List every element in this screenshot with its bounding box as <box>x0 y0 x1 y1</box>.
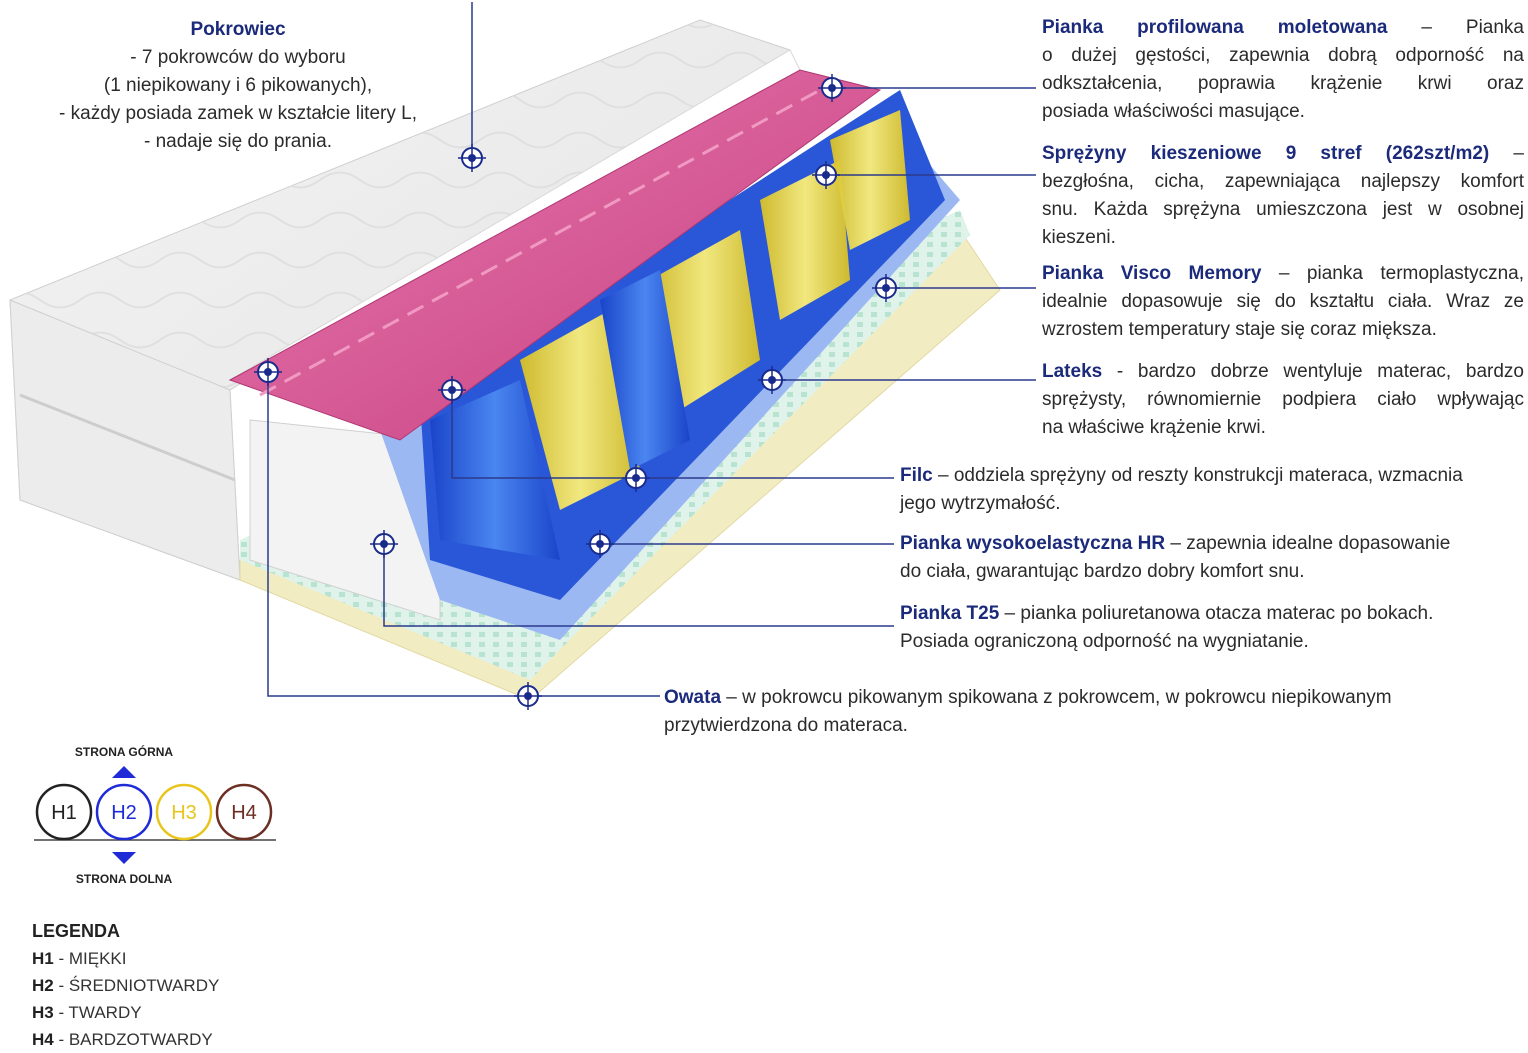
marker-filc-b-icon <box>622 464 650 492</box>
legend-code: H4 <box>32 1030 54 1049</box>
label-text: wzrostem temperatury staje się coraz mię… <box>1042 319 1437 340</box>
marker-visco-icon <box>872 274 900 302</box>
label-pokrowiec-title: Pokrowiec <box>190 19 286 40</box>
markers <box>254 74 900 710</box>
label-visco-title: Pianka Visco Memory <box>1042 263 1262 284</box>
hardness-circle-h2 <box>95 783 153 841</box>
label-hr-title: Pianka wysokoelastyczna HR <box>900 533 1166 554</box>
label-text: – Pianka <box>1387 17 1524 38</box>
marker-owata-icon <box>514 682 542 710</box>
marker-lateks-icon <box>758 366 786 394</box>
label-pianka-profilowana: Pianka profilowana moletowana – Pianka o… <box>1042 14 1524 126</box>
label-filc-title: Filc <box>900 465 933 486</box>
label-text: odkształcenia, poprawia krążenie krwi or… <box>1042 73 1524 94</box>
legend-desc: ŚREDNIOTWARDY <box>68 976 220 995</box>
label-sprezyny: Sprężyny kieszeniowe 9 stref (262szt/m2)… <box>1042 140 1524 252</box>
label-visco: Pianka Visco Memory – pianka termoplasty… <box>1042 260 1524 344</box>
label-text: sprężysty, równomiernie podpiera ciało w… <box>1042 389 1524 410</box>
label-text: – w pokrowcu pikowanym spikowana z pokro… <box>721 687 1392 708</box>
leader-lines <box>267 2 1036 697</box>
hardness-scale: H1 H2 H3 H4 <box>34 766 276 864</box>
label-filc: Filc – oddziela sprężyny od reszty konst… <box>900 462 1524 518</box>
marker-pianka-prof-icon <box>818 74 846 102</box>
label-hr: Pianka wysokoelastyczna HR – zapewnia id… <box>900 530 1524 586</box>
label-text: o dużej gęstości, zapewnia dobrą odporno… <box>1042 45 1524 66</box>
label-pokrowiec-line: (1 niepikowany i 6 pikowanych), <box>103 75 373 96</box>
marker-cover-icon <box>254 358 282 386</box>
hardness-top-label: STRONA GÓRNA <box>74 745 174 759</box>
label-t25-title: Pianka T25 <box>900 603 1000 624</box>
legend-sep: - <box>53 976 69 995</box>
label-text: snu. Każda sprężyna umieszczona jest w o… <box>1042 199 1524 220</box>
marker-hr-icon <box>586 530 614 558</box>
hardness-label-h3: H3 <box>171 802 197 824</box>
marker-pokrowiec-icon <box>458 144 486 172</box>
marker-sprezyny-icon <box>812 161 840 189</box>
label-lateks: Lateks - bardzo dobrze wentyluje materac… <box>1042 358 1524 442</box>
label-owata: Owata – w pokrowcu pikowanym spikowana z… <box>664 684 1526 740</box>
label-pokrowiec-line: - każdy posiada zamek w kształcie litery… <box>59 103 417 124</box>
label-text: - bardzo dobrze wentyluje materac, bardz… <box>1102 361 1524 382</box>
legend-title: LEGENDA <box>32 921 121 941</box>
legend-code: H2 <box>32 976 54 995</box>
label-pokrowiec-line: - nadaje się do prania. <box>143 131 332 152</box>
hardness-circle-h3 <box>155 783 213 841</box>
hardness-label-h1: H1 <box>51 802 77 824</box>
legend: LEGENDA H1 - MIĘKKI H2 - ŚREDNIOTWARDY H… <box>32 918 219 1053</box>
marker-filc-a-icon <box>438 376 466 404</box>
hardness-label-h2: H2 <box>111 802 137 824</box>
label-text: Posiada ograniczoną odporność na wygniat… <box>900 631 1309 652</box>
hardness-circle-h4 <box>215 783 273 841</box>
label-owata-title: Owata <box>664 687 722 708</box>
label-text: – pianka termoplastyczna, <box>1261 263 1524 284</box>
legend-sep: - <box>53 1003 69 1022</box>
pocket-springs <box>420 90 945 600</box>
label-pianka-profilowana-title: Pianka profilowana moletowana <box>1042 17 1388 38</box>
label-pokrowiec: Pokrowiec - 7 pokrowców do wyboru (1 nie… <box>20 16 456 156</box>
hardness-circle-h1 <box>35 783 93 841</box>
label-text: do ciała, gwarantując bardzo dobry komfo… <box>900 561 1305 582</box>
label-text: jego wytrzymałość. <box>900 493 1061 514</box>
label-text: – <box>1489 143 1524 164</box>
legend-item: H3 - TWARDY <box>32 999 219 1026</box>
label-text: – zapewnia idealne dopasowanie <box>1165 533 1451 554</box>
label-text: posiada właściwości masujące. <box>1042 101 1305 122</box>
label-t25: Pianka T25 – pianka poliuretanowa otacza… <box>900 600 1524 656</box>
legend-desc: MIĘKKI <box>68 949 127 968</box>
hardness-bottom-label: STRONA DOLNA <box>75 872 173 886</box>
label-text: – oddziela sprężyny od reszty konstrukcj… <box>932 465 1463 486</box>
legend-sep: - <box>53 1030 69 1049</box>
arrow-up-icon <box>112 766 136 778</box>
label-lateks-title: Lateks <box>1042 361 1103 382</box>
label-text: kieszeni. <box>1042 227 1116 248</box>
label-pokrowiec-line: - 7 pokrowców do wyboru <box>130 47 346 68</box>
legend-item: H2 - ŚREDNIOTWARDY <box>32 972 219 999</box>
hardness-label-h4: H4 <box>231 802 257 824</box>
legend-item: H1 - MIĘKKI <box>32 945 219 972</box>
legend-desc: BARDZOTWARDY <box>68 1030 213 1049</box>
legend-code: H1 <box>32 949 54 968</box>
label-text: bezgłośna, cicha, zapewniająca najlepszy… <box>1042 171 1524 192</box>
mattress-core <box>228 69 1001 701</box>
legend-code: H3 <box>32 1003 54 1022</box>
label-text: na właściwe krążenie krwi. <box>1042 417 1266 438</box>
label-text: idealnie dopasowuje się do kształtu ciał… <box>1042 291 1524 312</box>
marker-t25-icon <box>370 530 398 558</box>
legend-sep: - <box>53 949 69 968</box>
label-text: – pianka poliuretanowa otacza materac po… <box>999 603 1434 624</box>
arrow-down-icon <box>112 852 136 864</box>
legend-item: H4 - BARDZOTWARDY <box>32 1026 219 1053</box>
legend-desc: TWARDY <box>68 1003 142 1022</box>
label-sprezyny-title: Sprężyny kieszeniowe 9 stref (262szt/m2) <box>1042 143 1490 164</box>
label-text: przytwierdzona do materaca. <box>664 715 908 736</box>
